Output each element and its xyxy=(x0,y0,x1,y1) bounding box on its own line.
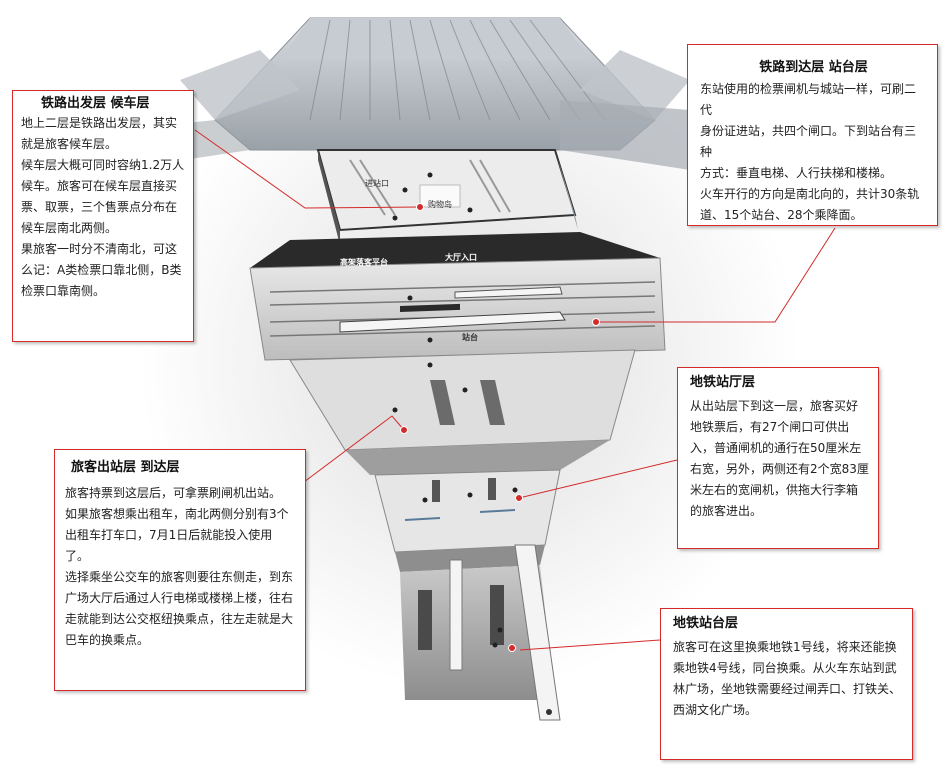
callout-title: 地铁站台层 xyxy=(673,616,739,631)
callout-departure-level: 铁路出发层 候车层 地上二层是铁路出发层，其实就是旅客候车层。候车层大概可同时容… xyxy=(12,90,194,342)
callout-title: 铁路出发层 候车层 xyxy=(41,96,150,111)
marker-dot xyxy=(400,426,408,434)
callout-text-line: 入，普通闸机的通行在50厘米左 xyxy=(690,441,862,455)
callout-text-line: 旅客可在这里换乘地铁1号线，将来还能换 xyxy=(673,640,897,654)
callout-text-line: 火车开行的方向是南北向的，共计30条轨 xyxy=(700,187,920,201)
callout-title: 铁路到达层 站台层 xyxy=(759,60,868,75)
shopping-island-label: 购物岛 xyxy=(428,200,452,209)
marker-dot xyxy=(515,494,523,502)
marker-dot xyxy=(416,203,424,211)
callout-text-line: 西湖文化广场。 xyxy=(673,703,758,717)
callout-title: 旅客出站层 到达层 xyxy=(71,460,180,475)
departure-level xyxy=(250,149,660,268)
hall-entrance-label: 大厅入口 xyxy=(445,253,477,262)
callout-exit-level: 旅客出站层 到达层 旅客持票到这层后，可拿票刷闸机出站。如果旅客想乘出租车，南北… xyxy=(54,449,306,691)
callout-text-line: 地铁票后，有27个闸口可供出 xyxy=(690,420,850,434)
platform-label: 站台 xyxy=(462,333,478,342)
callout-text-line: 的旅客进出。 xyxy=(690,504,763,518)
callout-text-line: 走就能到达公交枢纽换乘点，往左走就是大 xyxy=(65,612,294,626)
callout-text-line: 如果旅客想乘出租车，南北两侧分别有3个 xyxy=(65,507,289,521)
callout-body: 地上二层是铁路出发层，其实就是旅客候车层。候车层大概可同时容纳1.2万人候车。旅… xyxy=(21,113,185,302)
callout-body: 旅客可在这里换乘地铁1号线，将来还能换乘地铁4号线，同台换乘。从火车东站到武林广… xyxy=(673,637,904,721)
marker-dot xyxy=(508,644,516,652)
callout-body: 东站使用的检票闸机与城站一样，可刷二代身份证进站，共四个闸口。下到站台有三种方式… xyxy=(700,79,927,226)
callout-text-line: 候车。旅客可在候车层直接买 xyxy=(21,179,178,193)
callout-text-line: 票、取票，三个售票点分布在 xyxy=(21,200,178,214)
callout-text-line: 东站使用的检票闸机与城站一样，可刷二代 xyxy=(700,82,917,117)
viaduct-platform-label: 高架落客平台 xyxy=(340,258,388,267)
callout-text-line: 选择乘坐公交车的旅客则要往东侧走，到东 xyxy=(65,570,294,584)
marker-dot xyxy=(592,318,600,326)
callout-metro-platform-level: 地铁站台层 旅客可在这里换乘地铁1号线，将来还能换乘地铁4号线，同台换乘。从火车… xyxy=(660,608,913,760)
callout-body: 旅客持票到这层后，可拿票刷闸机出站。如果旅客想乘出租车，南北两侧分别有3个出租车… xyxy=(65,483,297,651)
exit-level xyxy=(289,349,636,475)
platform-level xyxy=(249,257,666,361)
metro-hall-level xyxy=(374,469,561,572)
callout-text-line: 方式：垂直电梯、人行扶梯和楼梯。 xyxy=(700,166,893,180)
callout-text-line: 候车层大概可同时容纳1.2万人 xyxy=(21,158,185,172)
callout-text-line: 就是旅客候车层。 xyxy=(21,137,118,151)
callout-text-line: 米左右的宽闸机，供拖大行李箱 xyxy=(690,483,859,497)
callout-text-line: 右宽，另外，两侧还有2个宽83厘 xyxy=(690,462,869,476)
callout-text-line: 道、15个站台、28个乘降面。 xyxy=(700,208,863,222)
callout-text-line: 身份证进站，共四个闸口。下到站台有三种 xyxy=(700,124,917,159)
station-roof xyxy=(120,17,690,170)
callout-metro-hall-level: 地铁站厅层 从出站层下到这一层，旅客买好地铁票后，有27个闸口可供出入，普通闸机… xyxy=(677,367,879,549)
callout-text-line: 乘地铁4号线，同台换乘。从火车东站到武 xyxy=(673,661,897,675)
callout-text-line: 广场大厅后通过人行电梯或楼梯上楼，往右 xyxy=(65,591,294,605)
callout-text-line: 么记：A类检票口靠北侧，B类 xyxy=(21,263,182,277)
callout-text-line: 果旅客一时分不清南北，可这 xyxy=(21,242,178,256)
callout-text-line: 出租车打车口，7月1日后就能投入使用 xyxy=(65,528,273,542)
callout-text-line: 了。 xyxy=(65,549,90,563)
connector-lines xyxy=(194,129,836,651)
callout-text-line: 候车层南北两侧。 xyxy=(21,221,118,235)
callout-text-line: 旅客持票到这层后，可拿票刷闸机出站。 xyxy=(65,486,282,500)
callout-text-line: 巴车的换乘点。 xyxy=(65,633,150,647)
callout-text-line: 从出站层下到这一层，旅客买好 xyxy=(690,399,859,413)
callout-text-line: 林广场，坐地铁需要经过闸弄口、打铁关、 xyxy=(673,682,902,696)
callout-text-line: 地上二层是铁路出发层，其实 xyxy=(21,116,178,130)
entrance-label: 进站口 xyxy=(365,179,389,188)
callout-body: 从出站层下到这一层，旅客买好地铁票后，有27个闸口可供出入，普通闸机的通行在50… xyxy=(690,396,870,522)
callout-text-line: 检票口靠南侧。 xyxy=(21,284,106,298)
callout-arrival-platform-level: 铁路到达层 站台层 东站使用的检票闸机与城站一样，可刷二代身份证进站，共四个闸口… xyxy=(687,44,938,226)
metro-platform-level xyxy=(400,544,561,721)
callout-title: 地铁站厅层 xyxy=(690,375,756,390)
